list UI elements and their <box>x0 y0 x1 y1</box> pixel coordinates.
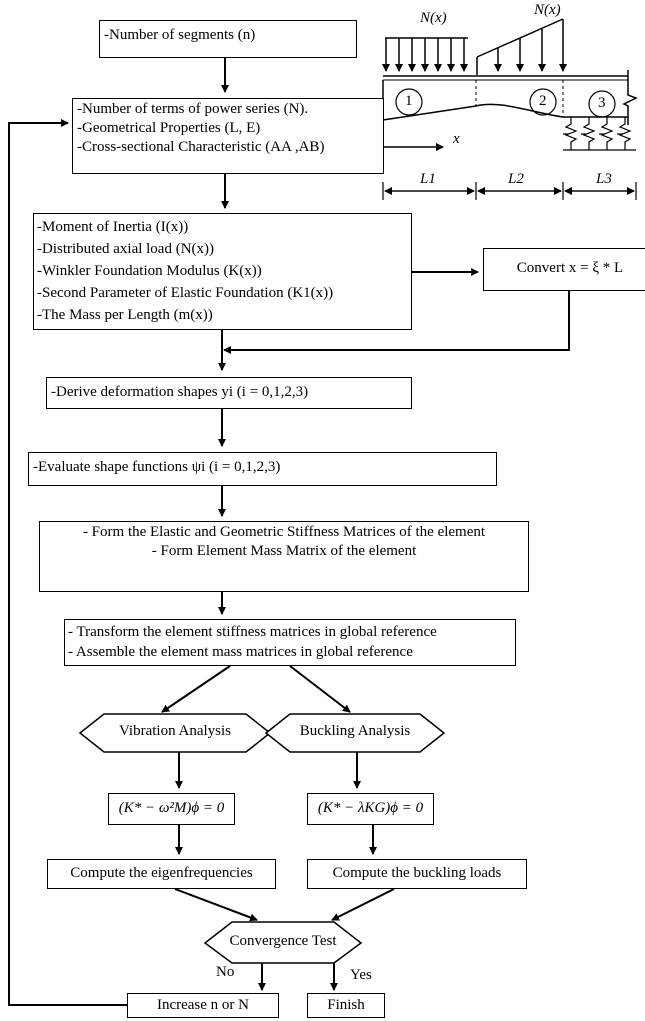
l2-label: L2 <box>508 171 524 187</box>
element-matrices-box: - Form the Elastic and Geometric Stiffne… <box>39 521 529 592</box>
geometry-line-2: -Geometrical Properties (L, E) <box>77 120 261 136</box>
segment-3-label: 3 <box>598 95 606 111</box>
vibration-equation: (K* − ω²M)ϕ = 0 <box>118 800 225 816</box>
geometry-line-3: -Cross-sectional Characteristic (AA ,AB) <box>77 139 325 155</box>
eigenfrequencies-box: Compute the eigenfrequencies <box>47 859 276 889</box>
shape-functions-text: -Evaluate shape functions ψi (i = 0,1,2,… <box>33 459 281 475</box>
arrow-convert-return <box>223 291 570 354</box>
shape-functions-box: -Evaluate shape functions ψi (i = 0,1,2,… <box>28 452 497 486</box>
buckling-equation: (K* − λKG)ϕ = 0 <box>317 800 424 816</box>
convergence-test-label: Convergence Test <box>229 933 337 949</box>
global-assembly-line-1: - Transform the element stiffness matric… <box>68 624 437 640</box>
x-axis-label: x <box>453 131 460 147</box>
arrow-loads-conv <box>331 888 395 921</box>
properties-box: -Moment of Inertia (I(x)) -Distributed a… <box>33 213 412 330</box>
global-assembly-line-2: - Assemble the element mass matrices in … <box>68 644 413 660</box>
buckling-loads-box: Compute the buckling loads <box>307 859 527 889</box>
properties-line-1: -Moment of Inertia (I(x)) <box>37 219 189 235</box>
deformation-text: -Derive deformation shapes yi (i = 0,1,2… <box>51 384 309 400</box>
eigenfrequencies-text: Compute the eigenfrequencies <box>70 865 253 881</box>
l3-label: L3 <box>596 171 612 187</box>
arrow-loop-back <box>8 119 127 1006</box>
segment-2-label: 2 <box>539 93 547 109</box>
arrow-freq-conv <box>174 888 258 922</box>
properties-line-3: -Winkler Foundation Modulus (K(x)) <box>37 263 262 279</box>
buckling-equation-box: (K* − λKG)ϕ = 0 <box>307 793 434 825</box>
segment-1-label: 1 <box>405 93 413 109</box>
convert-box: Convert x = ξ * L <box>483 248 645 291</box>
buckling-loads-text: Compute the buckling loads <box>332 865 502 881</box>
vibration-analysis-label: Vibration Analysis <box>118 723 231 739</box>
properties-line-4: -Second Parameter of Elastic Foundation … <box>37 285 334 301</box>
yes-label: Yes <box>350 967 372 983</box>
element-matrices-line-1: - Form the Elastic and Geometric Stiffne… <box>82 524 486 540</box>
element-matrices-line-2: - Form Element Mass Matrix of the elemen… <box>151 543 417 559</box>
load-right-label: N(x) <box>534 2 561 18</box>
arrow-b7-buck <box>289 665 351 713</box>
vibration-equation-box: (K* − ω²M)ϕ = 0 <box>108 793 235 825</box>
convert-text: Convert x = ξ * L <box>516 260 624 276</box>
buckling-hex <box>264 713 446 753</box>
segments-text: -Number of segments (n) <box>104 27 256 43</box>
finish-text: Finish <box>327 997 365 1013</box>
load-left-label: N(x) <box>420 10 447 26</box>
l1-label: L1 <box>420 171 436 187</box>
global-assembly-box: - Transform the element stiffness matric… <box>64 619 516 666</box>
increase-box: Increase n or N <box>127 993 279 1018</box>
deformation-box: -Derive deformation shapes yi (i = 0,1,2… <box>46 377 412 409</box>
convergence-hex <box>203 921 363 964</box>
increase-text: Increase n or N <box>156 997 250 1013</box>
buckling-analysis-label: Buckling Analysis <box>299 723 411 739</box>
properties-line-2: -Distributed axial load (N(x)) <box>37 241 215 257</box>
finish-box: Finish <box>307 993 385 1018</box>
segments-box: -Number of segments (n) <box>99 20 357 58</box>
arrow-b7-vib <box>161 665 231 713</box>
geometry-line-1: -Number of terms of power series (N). <box>77 101 309 117</box>
properties-line-5: -The Mass per Length (m(x)) <box>37 307 213 323</box>
no-label: No <box>216 964 235 980</box>
geometry-box: -Number of terms of power series (N). -G… <box>72 98 384 174</box>
